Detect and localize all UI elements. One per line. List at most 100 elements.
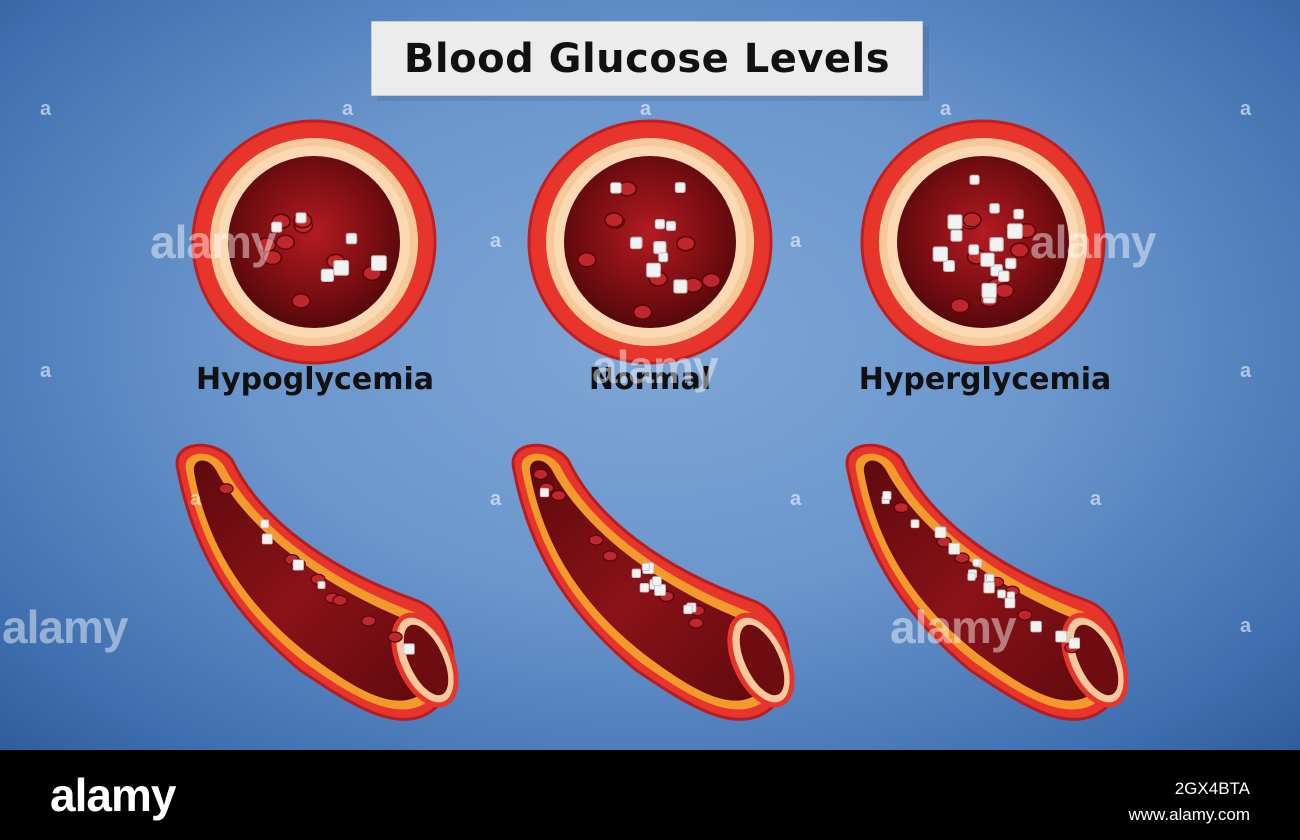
- watermark-letter: a: [1240, 615, 1252, 637]
- glucose-particle: [673, 279, 688, 294]
- glucose-particle: [1030, 620, 1042, 633]
- watermark-letter: a: [1240, 360, 1252, 382]
- glucose-particle: [674, 182, 686, 193]
- glucose-particle: [629, 236, 643, 250]
- red-blood-cell: [550, 489, 567, 502]
- glucose-particle: [1007, 223, 1023, 240]
- glucose-particle: [1013, 208, 1024, 220]
- red-blood-cell: [602, 550, 618, 562]
- watermark-letter: a: [1240, 98, 1252, 120]
- glucose-particle: [641, 562, 650, 572]
- label-hypoglycemia: Hypoglycemia: [196, 362, 434, 397]
- glucose-particle: [610, 182, 622, 194]
- red-blood-cell: [275, 234, 296, 251]
- watermark-letter: a: [640, 98, 652, 120]
- watermark-letter: a: [190, 488, 202, 510]
- glucose-particle: [260, 519, 270, 529]
- glucose-particle: [646, 262, 661, 278]
- vessel-cross-section: [527, 119, 773, 365]
- watermark-letter: a: [342, 98, 354, 120]
- watermark-letter: a: [40, 98, 52, 120]
- glucose-particle: [989, 237, 1004, 252]
- glucose-particle: [986, 573, 995, 582]
- glucose-particle: [654, 584, 666, 596]
- red-blood-cell: [688, 617, 704, 629]
- red-blood-cell: [533, 468, 549, 480]
- glucose-particle: [882, 490, 892, 500]
- glucose-particle: [370, 255, 387, 272]
- glucose-particle: [967, 572, 976, 581]
- blood-lumen: [863, 460, 1104, 701]
- footer-image-info: 2GX4BTA www.alamy.com: [1128, 776, 1250, 828]
- watermark-brand: alamy: [890, 601, 1016, 653]
- watermark-brand: alamy: [2, 601, 128, 653]
- glucose-particle: [932, 246, 949, 262]
- watermark-letter: a: [790, 230, 802, 252]
- glucose-particle: [969, 174, 980, 185]
- red-blood-cell: [604, 212, 624, 228]
- vessel-segment: [845, 443, 1129, 721]
- red-blood-cell: [577, 252, 597, 268]
- red-blood-cell: [361, 615, 377, 627]
- glucose-particle: [947, 214, 963, 230]
- glucose-particle: [652, 576, 662, 586]
- red-blood-cell: [676, 235, 696, 252]
- title-banner: Blood Glucose Levels: [371, 21, 923, 96]
- blood-lumen: [529, 460, 770, 701]
- blood-lumen: [897, 156, 1069, 328]
- glucose-particle: [934, 526, 947, 539]
- watermark-brand: alamy: [150, 216, 276, 268]
- watermark-letter: a: [490, 230, 502, 252]
- glucose-particle: [317, 581, 326, 589]
- blood-lumen: [564, 156, 736, 328]
- red-blood-cell: [701, 272, 722, 289]
- watermark-letter: a: [790, 488, 802, 510]
- glucose-particle: [983, 581, 995, 594]
- glucose-particle: [968, 244, 980, 256]
- red-blood-cell: [332, 594, 348, 607]
- glucose-particle: [271, 221, 283, 233]
- red-blood-cell: [962, 212, 982, 228]
- glucose-particle: [1005, 257, 1017, 270]
- glucose-particle: [295, 212, 307, 224]
- red-blood-cell: [1017, 609, 1033, 621]
- glucose-particle: [950, 229, 963, 242]
- glucose-particle: [1055, 630, 1068, 643]
- glucose-particle: [1004, 597, 1016, 609]
- footer-logo: alamy: [50, 769, 176, 821]
- glucose-particle: [997, 589, 1006, 599]
- red-blood-cell: [994, 282, 1015, 299]
- watermark-letter: a: [1090, 488, 1102, 510]
- glucose-particle: [998, 270, 1010, 282]
- glucose-particle: [948, 542, 961, 555]
- glucose-particle: [654, 218, 666, 230]
- glucose-particle: [981, 282, 997, 299]
- glucose-particle: [631, 568, 641, 578]
- site-url: www.alamy.com: [1128, 805, 1250, 824]
- vessel-opening-lumen: [403, 624, 449, 696]
- glucose-particle: [539, 487, 550, 498]
- glucose-particle: [658, 252, 669, 263]
- image-id: 2GX4BTA: [1174, 779, 1250, 798]
- glucose-particle: [403, 643, 415, 655]
- glucose-particle: [980, 252, 995, 267]
- diagram-title: Blood Glucose Levels: [403, 35, 891, 82]
- glucose-particle: [333, 259, 350, 276]
- vessel-cross-section: [860, 119, 1106, 365]
- stock-footer: alamy 2GX4BTA www.alamy.com: [0, 750, 1300, 840]
- blood-vessel-illustrations: [175, 119, 1129, 721]
- glucose-particle: [972, 558, 981, 567]
- red-blood-cell: [262, 249, 283, 266]
- red-blood-cell: [1009, 242, 1030, 258]
- red-blood-cell: [387, 631, 403, 643]
- vessel-segment: [175, 443, 459, 721]
- glucose-particle: [320, 268, 335, 283]
- glucose-particle: [989, 203, 1000, 214]
- watermark-letter: a: [940, 98, 952, 120]
- glucose-particle: [345, 232, 358, 245]
- glucose-particle: [910, 519, 920, 529]
- vessel-opening-lumen: [1073, 624, 1119, 696]
- label-normal: Normal: [588, 362, 712, 397]
- glucose-particle: [639, 583, 650, 593]
- glucose-particle: [1068, 637, 1081, 649]
